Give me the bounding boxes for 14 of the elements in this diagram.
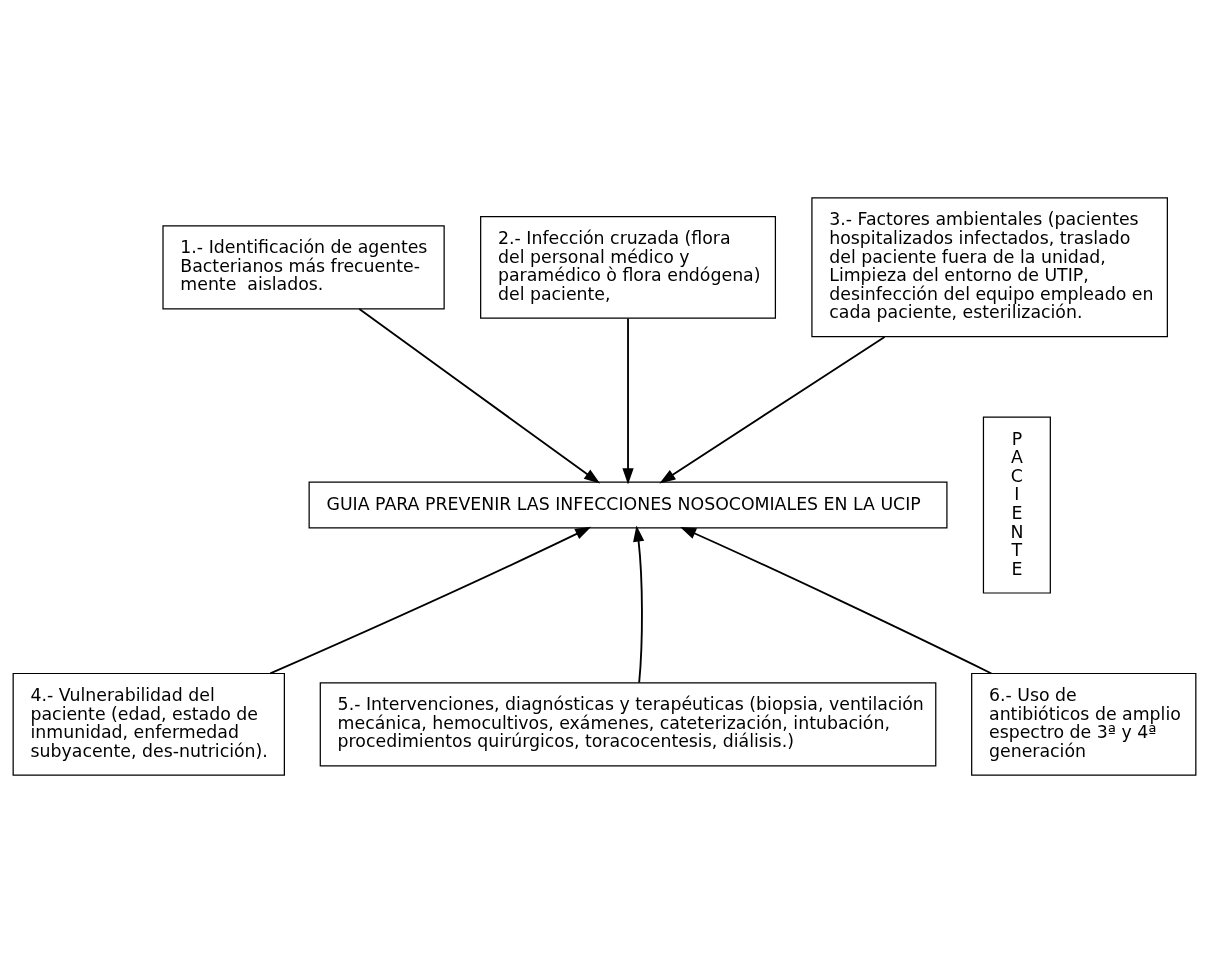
arrow bbox=[358, 307, 601, 484]
node-box: 5.- Intervenciones, diagnósticas y terapéuticas (biopsia, ventilación mecánica, hemocultivos, exámenes, cateterización, intubación, procedimientos quirúrgicos, toracocentesis, diálisis.) bbox=[319, 681, 937, 766]
node-box: 3.- Factores ambientales (pacientes hospitalizados infectados, traslado del paciente fuera de la unidad, Limpieza del entorno de UTIP, desinfección del equipo empleado en cada paciente, esterilización. bbox=[811, 196, 1168, 337]
arrow bbox=[269, 526, 592, 674]
node-box: 6.- Uso de antibióticos de amplio espectro de 3ª y 4ª generación bbox=[971, 672, 1197, 776]
node-box: PACIENTE bbox=[982, 416, 1051, 594]
arrow bbox=[633, 525, 645, 684]
node-box: 4.- Vulnerabilidad del paciente (edad, estado de inmunidad, enfermedad subyacente, des-nutrición). bbox=[12, 672, 285, 776]
node-box: 1.- Identificación de agentes Bacterianos más frecuente-mente aislados. bbox=[162, 224, 445, 309]
node-box: GUIA PARA PREVENIR LAS INFECCIONES NOSOCOMIALES EN LA UCIP bbox=[308, 481, 948, 529]
arrow bbox=[622, 317, 634, 484]
node-box: 2.- Infección cruzada (flora del personal médico y paramédico ò flora endógena) del paciente, bbox=[480, 215, 776, 319]
arrow bbox=[680, 526, 993, 674]
arrow bbox=[659, 335, 886, 483]
